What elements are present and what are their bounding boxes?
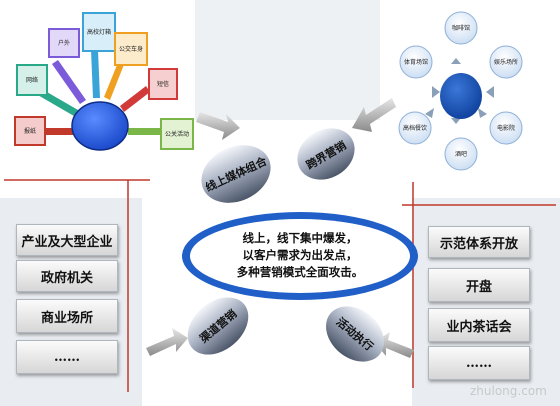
circle-bar [444, 137, 478, 171]
circle-cafe [444, 11, 478, 45]
circle-restaurant [398, 111, 432, 145]
right-list-item-2: 开盘 [428, 268, 530, 302]
label-entertainment: 娱乐场所 [493, 58, 518, 66]
left-list-item-1: 产业及大型企业 [16, 224, 118, 256]
node-internet: 网络 [16, 64, 48, 96]
ellipse-channel [187, 297, 249, 355]
right-list-item-4: …… [428, 346, 530, 380]
label-cafe: 咖啡馆 [451, 24, 470, 32]
right-list-item-1: 示范体系开放 [428, 226, 530, 258]
watermark: zhulong.com [470, 384, 547, 398]
circle-cinema [489, 111, 523, 145]
left-list-item-3: 商业场所 [16, 299, 118, 333]
left-hub-circle [71, 101, 129, 151]
circle-entertainment [489, 45, 523, 79]
arrow-to-channel [146, 328, 188, 356]
node-campus-lightbox: 高校灯箱 [82, 12, 116, 52]
ellipse-crossover [297, 128, 355, 180]
right-radial-diagram [398, 11, 523, 171]
label-restaurant: 高档餐饮 [402, 124, 427, 132]
arrow-to-online-media [196, 112, 240, 140]
node-bus-body: 公交车身 [114, 32, 148, 66]
node-sms: 短信 [148, 68, 178, 100]
label-bar: 酒吧 [454, 150, 467, 158]
ellipse-online-media [201, 145, 271, 203]
left-hub-arrows [36, 50, 160, 135]
arrow-to-activity [374, 332, 414, 358]
ellipse-activity [326, 306, 384, 362]
right-list-item-3: 业内茶话会 [428, 308, 530, 342]
center-line-2: 以客户需求为出发点， [242, 248, 358, 262]
node-pr-event: 公关活动 [160, 118, 194, 150]
center-line-1: 线上，线下集中爆发， [242, 231, 358, 245]
left-list-item-4: …… [16, 340, 118, 374]
center-ellipse-inner [190, 219, 410, 293]
right-hub-circle [440, 73, 482, 119]
top-center-panel [195, 0, 380, 120]
center-line-3: 多种营销模式全面攻击。 [236, 265, 364, 279]
arrow-to-crossover [352, 98, 396, 132]
node-outdoor: 户外 [48, 28, 80, 58]
label-cinema: 电影院 [496, 124, 515, 132]
circle-stadium [399, 45, 433, 79]
label-stadium: 体育场馆 [403, 58, 428, 66]
left-list-item-2: 政府机关 [16, 260, 118, 292]
node-newspaper: 报纸 [14, 116, 46, 146]
